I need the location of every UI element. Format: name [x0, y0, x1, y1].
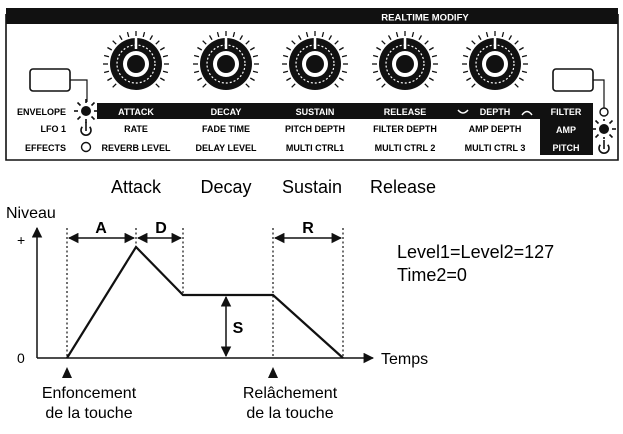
control-panel: REALTIME MODIFY ENVELOPE LFO 1 EFFECTS: [5, 8, 619, 161]
note-on-label-line-2: de la touche: [45, 405, 132, 422]
knob-title-release: Release: [370, 177, 436, 197]
row-label-lfo1: LFO 1: [40, 124, 66, 134]
knob-depth[interactable]: [462, 31, 528, 90]
right-label-pitch: PITCH: [553, 143, 580, 153]
cell-decay: DECAY: [211, 107, 242, 117]
right-label-amp: AMP: [556, 125, 576, 135]
cell-release: RELEASE: [384, 107, 427, 117]
segment-label-attack: A: [95, 220, 107, 237]
cell-attack: ATTACK: [118, 107, 154, 117]
cell-multi-ctrl2: MULTI CTRL 2: [375, 143, 436, 153]
knob-decay[interactable]: [193, 31, 259, 90]
knob-attack[interactable]: [103, 31, 169, 90]
led-effects-off: [80, 141, 92, 153]
right-label-filter: FILTER: [551, 107, 582, 117]
panel-header-bar: [6, 8, 618, 24]
cell-depth-group: DEPTH: [457, 107, 533, 117]
formula-line-1: Level1=Level2=127: [397, 242, 554, 262]
knob-title-decay: Decay: [200, 177, 251, 197]
note-off-label-line-1: Relâchement: [243, 385, 338, 402]
cell-reverb-level: REVERB LEVEL: [101, 143, 171, 153]
panel-header-title: REALTIME MODIFY: [381, 13, 469, 24]
y-zero-mark: 0: [17, 350, 25, 366]
knob-title-sustain: Sustain: [282, 177, 342, 197]
right-select-button[interactable]: [552, 68, 594, 92]
knob-title-attack: Attack: [111, 177, 162, 197]
y-plus-mark: +: [17, 232, 25, 248]
knob-row: [103, 31, 528, 90]
cell-sustain: SUSTAIN: [296, 107, 335, 117]
cell-delay-level: DELAY LEVEL: [195, 143, 257, 153]
y-axis-label: Niveau: [6, 205, 56, 222]
cell-amp-depth: AMP DEPTH: [469, 124, 522, 134]
envelope-curve: [66, 245, 344, 359]
segment-label-sustain: S: [233, 320, 244, 337]
x-axis-label: Temps: [381, 351, 428, 368]
cell-multi-ctrl1: MULTI CTRL1: [286, 143, 344, 153]
right-label-strip: [540, 119, 593, 155]
segment-label-decay: D: [155, 220, 167, 237]
cell-fade-time: FADE TIME: [202, 124, 250, 134]
knob-sustain[interactable]: [282, 31, 348, 90]
envelope-row-strip: [97, 103, 593, 119]
blink-icon-lfo1: [80, 122, 92, 136]
blink-icon-pitch: [598, 140, 610, 154]
cell-filter-depth: FILTER DEPTH: [373, 124, 437, 134]
segment-label-release: R: [302, 220, 314, 237]
cell-multi-ctrl3: MULTI CTRL 3: [465, 143, 526, 153]
right-button-link-line: [593, 79, 605, 108]
left-button-link-line: [70, 79, 88, 102]
depth-up-curve-icon: [521, 110, 533, 116]
note-on-marker-icon: [62, 367, 72, 378]
led-envelope-active: [74, 99, 98, 123]
led-amp-active: [592, 119, 616, 139]
envelope-diagram: Niveau + 0 Temps A D R S Level1=Level2=1…: [6, 205, 554, 422]
cell-rate: RATE: [124, 124, 148, 134]
row-label-effects: EFFECTS: [25, 143, 66, 153]
note-off-label-line-2: de la touche: [246, 405, 333, 422]
cell-pitch-depth: PITCH DEPTH: [285, 124, 345, 134]
cell-depth: DEPTH: [480, 107, 511, 117]
note-on-label-line-1: Enfoncement: [42, 385, 137, 402]
depth-down-curve-icon: [457, 109, 469, 114]
formula-line-2: Time2=0: [397, 265, 467, 285]
row-label-envelope: ENVELOPE: [17, 107, 66, 117]
led-filter-off: [599, 107, 609, 117]
note-off-marker-icon: [268, 367, 278, 378]
knob-release[interactable]: [372, 31, 438, 90]
panel-border: [5, 14, 619, 161]
left-select-button[interactable]: [29, 68, 71, 92]
